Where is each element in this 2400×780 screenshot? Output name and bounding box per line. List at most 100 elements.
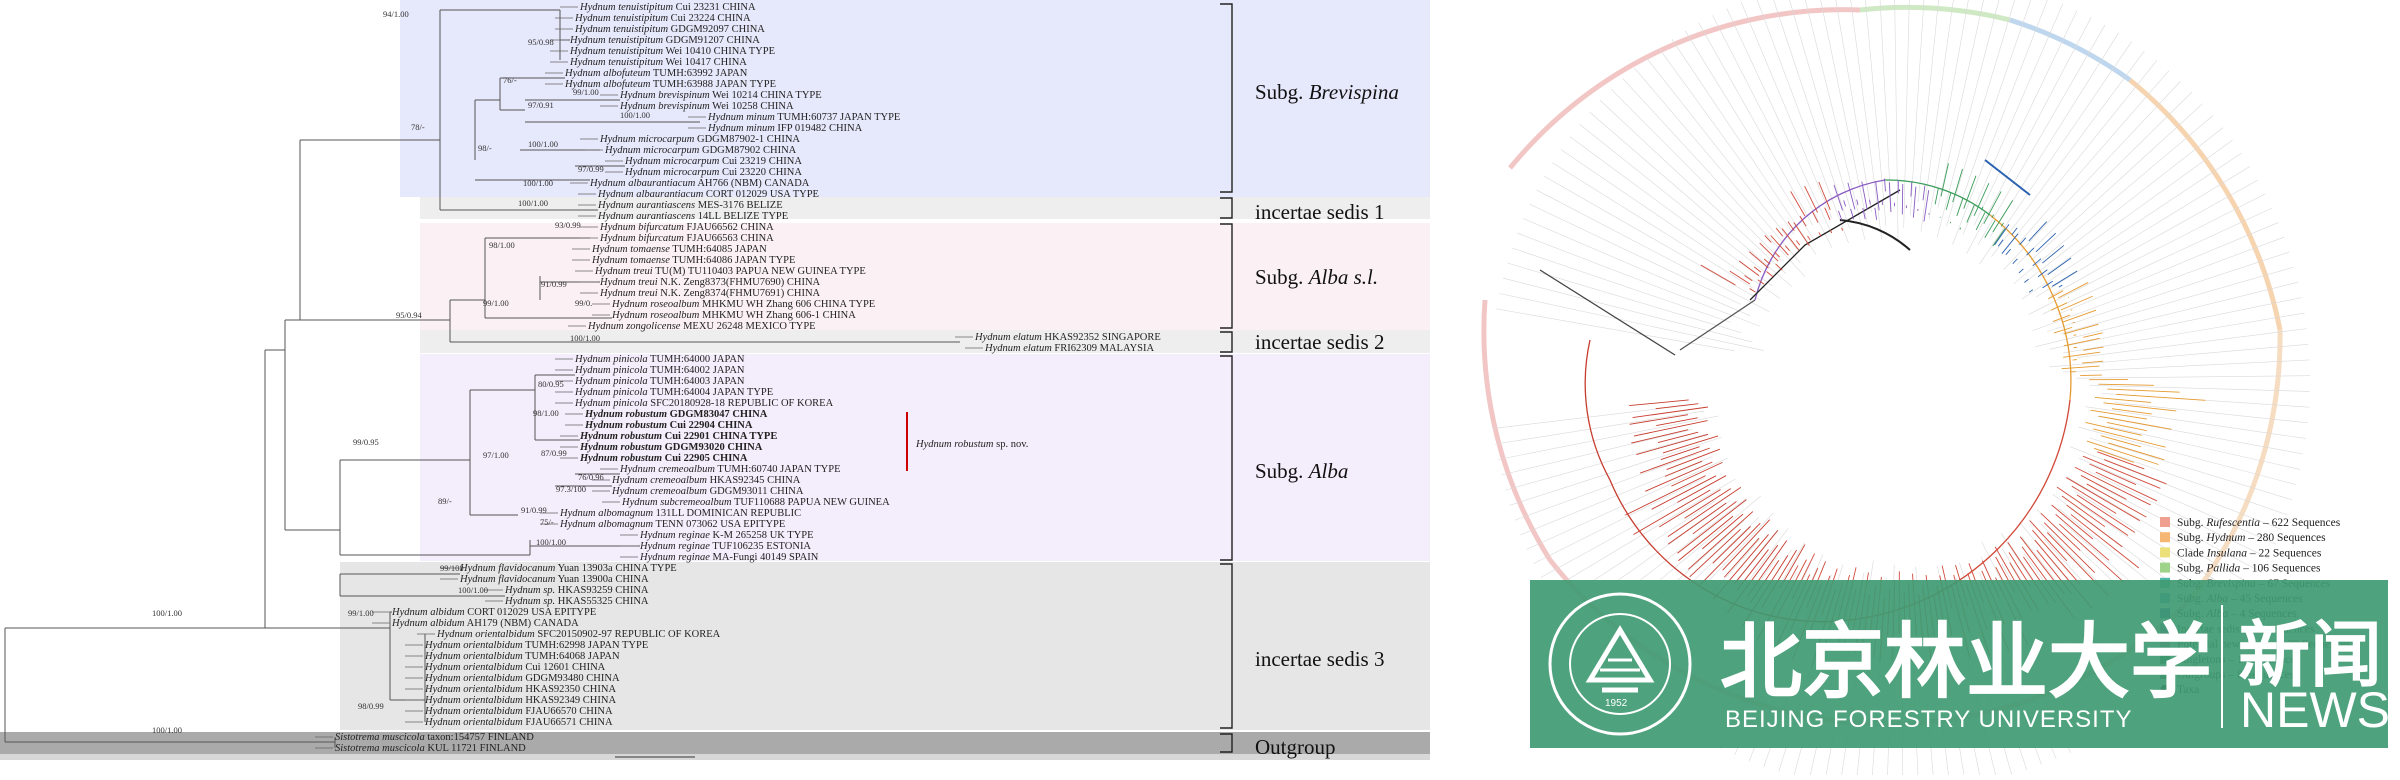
support-value: 99/1.00 (348, 608, 374, 618)
taxon-label: Hydnum minum TUMH:60737 JAPAN TYPE (707, 112, 900, 123)
taxon-label: Hydnum orientalbidum FJAU66570 CHINA (424, 706, 613, 717)
support-value: 98/1.00 (489, 240, 515, 250)
taxon-label: Hydnum bifurcatum FJAU66562 CHINA (599, 222, 774, 233)
taxon-label: Hydnum flavidocanum Yuan 13900a CHINA (459, 574, 649, 585)
phylogenetic-tree: Hydnum robustum sp. nov. Hydnum tenuisti… (0, 0, 1430, 760)
support-value: 91/0.99 (521, 505, 547, 515)
taxon-label: Hydnum orientalbidum FJAU66571 CHINA (424, 717, 613, 728)
support-value: 100/1.00 (528, 139, 558, 149)
taxon-label: Hydnum treui N.K. Zeng8373(FHMU7690) CHI… (599, 277, 821, 288)
taxon-label: Hydnum orientalbidum Cui 12601 CHINA (424, 662, 606, 673)
taxon-label: Hydnum tenuistipitum GDGM91207 CHINA (569, 35, 760, 46)
support-value: 75/- (540, 517, 554, 527)
taxon-label: Hydnum robustum Cui 22905 CHINA (579, 453, 748, 464)
taxon-label: Hydnum sp. HKAS93259 CHINA (504, 585, 649, 596)
taxon-label: Hydnum microcarpum GDGM87902-1 CHINA (599, 134, 800, 145)
support-value: 93/0.99 (555, 220, 581, 230)
support-value: 98/1.00 (533, 408, 559, 418)
taxon-label: Hydnum cremeoalbum GDGM93011 CHINA (611, 486, 804, 497)
taxon-label: Hydnum microcarpum Cui 23219 CHINA (624, 156, 802, 167)
support-value: 100/1.00 (518, 198, 548, 208)
support-value: 97.3/100 (556, 484, 586, 494)
support-value: 97/0.99 (578, 164, 604, 174)
taxon-label: Hydnum tenuistipitum Cui 23231 CHINA (579, 2, 756, 13)
support-value: 99/0. (575, 298, 592, 308)
support-value: 99/1.00 (573, 87, 599, 97)
support-value: 100/1.00 (458, 585, 488, 595)
support-value: 99/1.00 (483, 298, 509, 308)
legend-swatch (2160, 547, 2170, 557)
support-value: 100/1.00 (152, 608, 182, 618)
support-value: 87/0.99 (541, 448, 567, 458)
legend-item: Subg. Rufescentia – 622 Sequences (2177, 517, 2341, 529)
taxon-label: Hydnum cremeoalbum HKAS92345 CHINA (611, 475, 801, 486)
support-value: 89/- (438, 496, 452, 506)
taxon-label: Hydnum pinicola TUMH:64004 JAPAN TYPE (574, 387, 773, 398)
taxon-label: Hydnum bifurcatum FJAU66563 CHINA (599, 233, 774, 244)
taxon-label: Hydnum orientalbidum HKAS92349 CHINA (424, 695, 616, 706)
taxon-label: Hydnum robustum Cui 22904 CHINA (584, 420, 753, 431)
seal-year: 1952 (1605, 698, 1628, 709)
legend-swatch (2160, 563, 2170, 573)
support-value: 97/1.00 (483, 450, 509, 460)
taxon-label: Hydnum albidum CORT 012029 USA EPITYPE (391, 607, 596, 618)
bfu-chinese-name: 北京林业大学 (1720, 614, 2212, 710)
taxon-label: Hydnum minum IFP 019482 CHINA (707, 123, 863, 134)
taxon-label: Sistotrema muscicola taxon:154757 FINLAN… (335, 732, 534, 743)
clade-group-label: Subg. Brevispina (1255, 80, 1399, 104)
taxon-label: Hydnum albomagnum TENN 073062 USA EPITYP… (559, 519, 785, 530)
clade-group-label: incertae sedis 3 (1255, 647, 1384, 671)
taxon-label: Hydnum tenuistipitum Wei 10417 CHINA (569, 57, 747, 68)
taxon-label: Hydnum pinicola TUMH:64002 JAPAN (574, 365, 745, 376)
taxon-label: Hydnum roseoalbum MHKMU WH Zhang 606-1 C… (611, 310, 856, 321)
taxon-label: Hydnum elatum FRI62309 MALAYSIA (984, 343, 1154, 354)
taxon-label: Hydnum tomaense TUMH:64085 JAPAN (591, 244, 767, 255)
legend-item: Subg. Hydnum – 280 Sequences (2177, 532, 2326, 544)
support-value: 91/0.99 (541, 279, 567, 289)
clade-group-label: Outgroup (1255, 735, 1336, 759)
support-value: 100/1.00 (523, 178, 553, 188)
taxon-label: Hydnum robustum Cui 22901 CHINA TYPE (579, 431, 777, 442)
taxon-label: Hydnum tomaense TUMH:64086 JAPAN TYPE (591, 255, 795, 266)
legend-swatch (2160, 517, 2170, 527)
support-value: 76/- (503, 75, 517, 85)
support-value: 100/1.00 (152, 725, 182, 735)
support-value: 99/100 (440, 563, 464, 573)
clade-group-label: incertae sedis 1 (1255, 200, 1384, 224)
bfu-news-watermark: 1952 北京林业大学 BEIJING FORESTRY UNIVERSITY … (1530, 580, 2390, 748)
support-value: 100/1.00 (620, 110, 650, 120)
inner-tree (1540, 160, 2071, 622)
phylogenetic-tree-panel: Hydnum robustum sp. nov. Hydnum tenuisti… (0, 0, 1430, 760)
taxon-label: Hydnum robustum GDGM93020 CHINA (579, 442, 763, 453)
taxon-label: Hydnum orientalbidum TUMH:62998 JAPAN TY… (424, 640, 648, 651)
clade-group-label: Subg. Alba (1255, 459, 1348, 483)
taxon-label: Hydnum subcremeoalbum TUF110688 PAPUA NE… (621, 497, 890, 508)
taxon-label: Hydnum brevispinum Wei 10214 CHINA TYPE (619, 90, 822, 101)
legend-swatch (2160, 532, 2170, 542)
taxon-label: Hydnum microcarpum GDGM87902 CHINA (604, 145, 797, 156)
news-english-label: NEWS (2240, 682, 2390, 738)
support-value: 95/0.98 (528, 37, 554, 47)
support-value: 100/1.00 (536, 537, 566, 547)
taxon-label: Hydnum albomagnum 131LL DOMINICAN REPUBL… (559, 508, 801, 519)
bfu-english-name: BEIJING FORESTRY UNIVERSITY (1725, 706, 2133, 733)
taxon-label: Hydnum tenuistipitum GDGM92097 CHINA (574, 24, 765, 35)
support-value: 76/0.96 (578, 472, 604, 482)
taxon-label: Hydnum cremeoalbum TUMH:60740 JAPAN TYPE (619, 464, 841, 475)
legend-item: Clade Insulana – 22 Sequences (2177, 547, 2322, 559)
taxon-label: Hydnum pinicola TUMH:64000 JAPAN (574, 354, 745, 365)
clade-group-label: Subg. Alba s.l. (1255, 265, 1378, 289)
taxon-label: Hydnum reginae MA-Fungi 40149 SPAIN (639, 552, 819, 563)
support-value: 98/- (478, 143, 492, 153)
support-value: 78/- (411, 122, 425, 132)
support-value: 98/0.99 (358, 701, 384, 711)
support-value: 94/1.00 (383, 9, 409, 19)
taxon-label: Hydnum albidum AH179 (NBM) CANADA (391, 618, 579, 629)
taxon-label: Hydnum albaurantiacum AH766 (NBM) CANADA (589, 178, 810, 189)
clade-group-label: incertae sedis 2 (1255, 330, 1384, 354)
taxon-label: Hydnum sp. HKAS55325 CHINA (504, 596, 649, 607)
taxon-label: Hydnum aurantiascens 14LL BELIZE TYPE (597, 211, 788, 222)
taxon-label: Hydnum roseoalbum MHKMU WH Zhang 606 CHI… (611, 299, 875, 310)
legend-item: Subg. Pallida – 106 Sequences (2177, 563, 2321, 575)
